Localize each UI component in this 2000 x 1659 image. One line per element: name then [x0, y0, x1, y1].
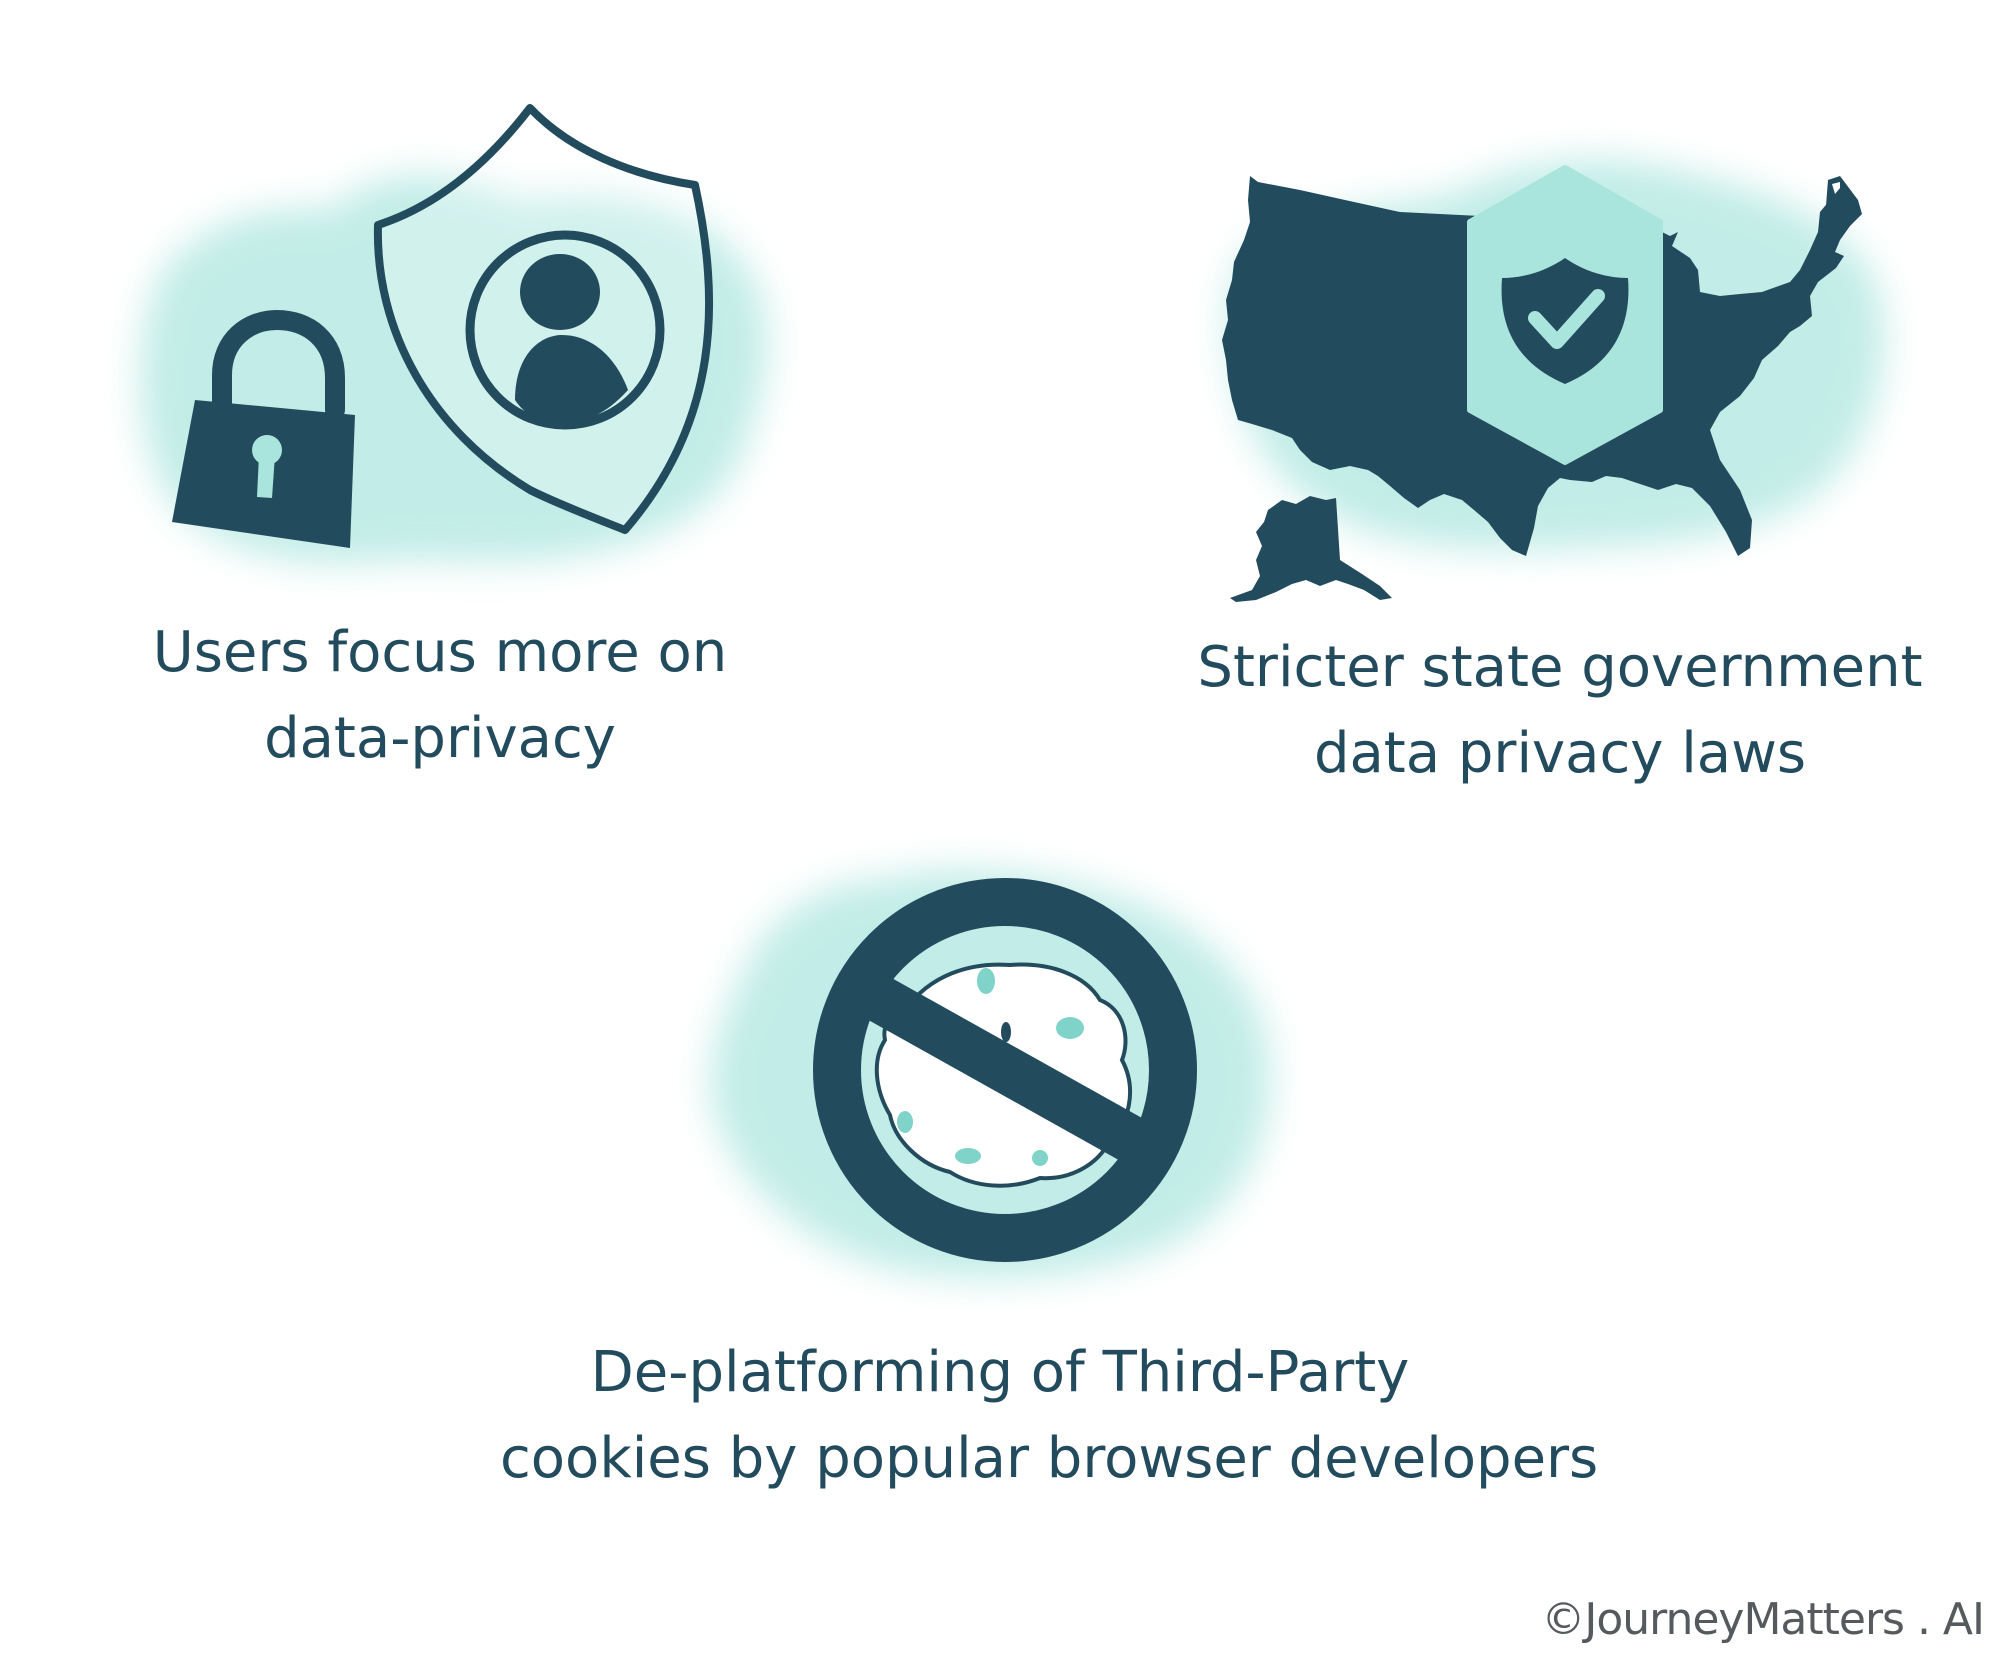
caption-line: data-privacy — [264, 706, 616, 771]
copyright-credit: ©JourneyMatters . AI — [1541, 1594, 1985, 1645]
alaska-map — [1230, 496, 1392, 602]
prohibition-ring — [813, 878, 1197, 1262]
caption-line: cookies by popular browser developers — [500, 1426, 1599, 1491]
caption-line: De-platforming of Third-Party — [590, 1340, 1410, 1405]
caption-line: Users focus more on — [152, 620, 728, 685]
caption-line: data privacy laws — [1313, 721, 1807, 786]
caption-state-privacy-laws: Stricter state government data privacy l… — [1180, 625, 1940, 797]
caption-user-privacy-focus: Users focus more on data-privacy — [130, 610, 750, 782]
prohibition-slash — [843, 964, 1162, 1171]
lock-icon — [172, 309, 355, 548]
person-icon — [465, 230, 665, 430]
shield-check-icon — [1501, 258, 1629, 384]
lock-and-shield-person-icon — [140, 104, 768, 564]
no-cookie-icon — [710, 869, 1271, 1279]
usa-map-shield-check-icon — [1222, 159, 1885, 602]
caption-line: Stricter state government — [1197, 635, 1923, 700]
caption-third-party-cookies: De-platforming of Third-Party cookies by… — [500, 1330, 1599, 1502]
